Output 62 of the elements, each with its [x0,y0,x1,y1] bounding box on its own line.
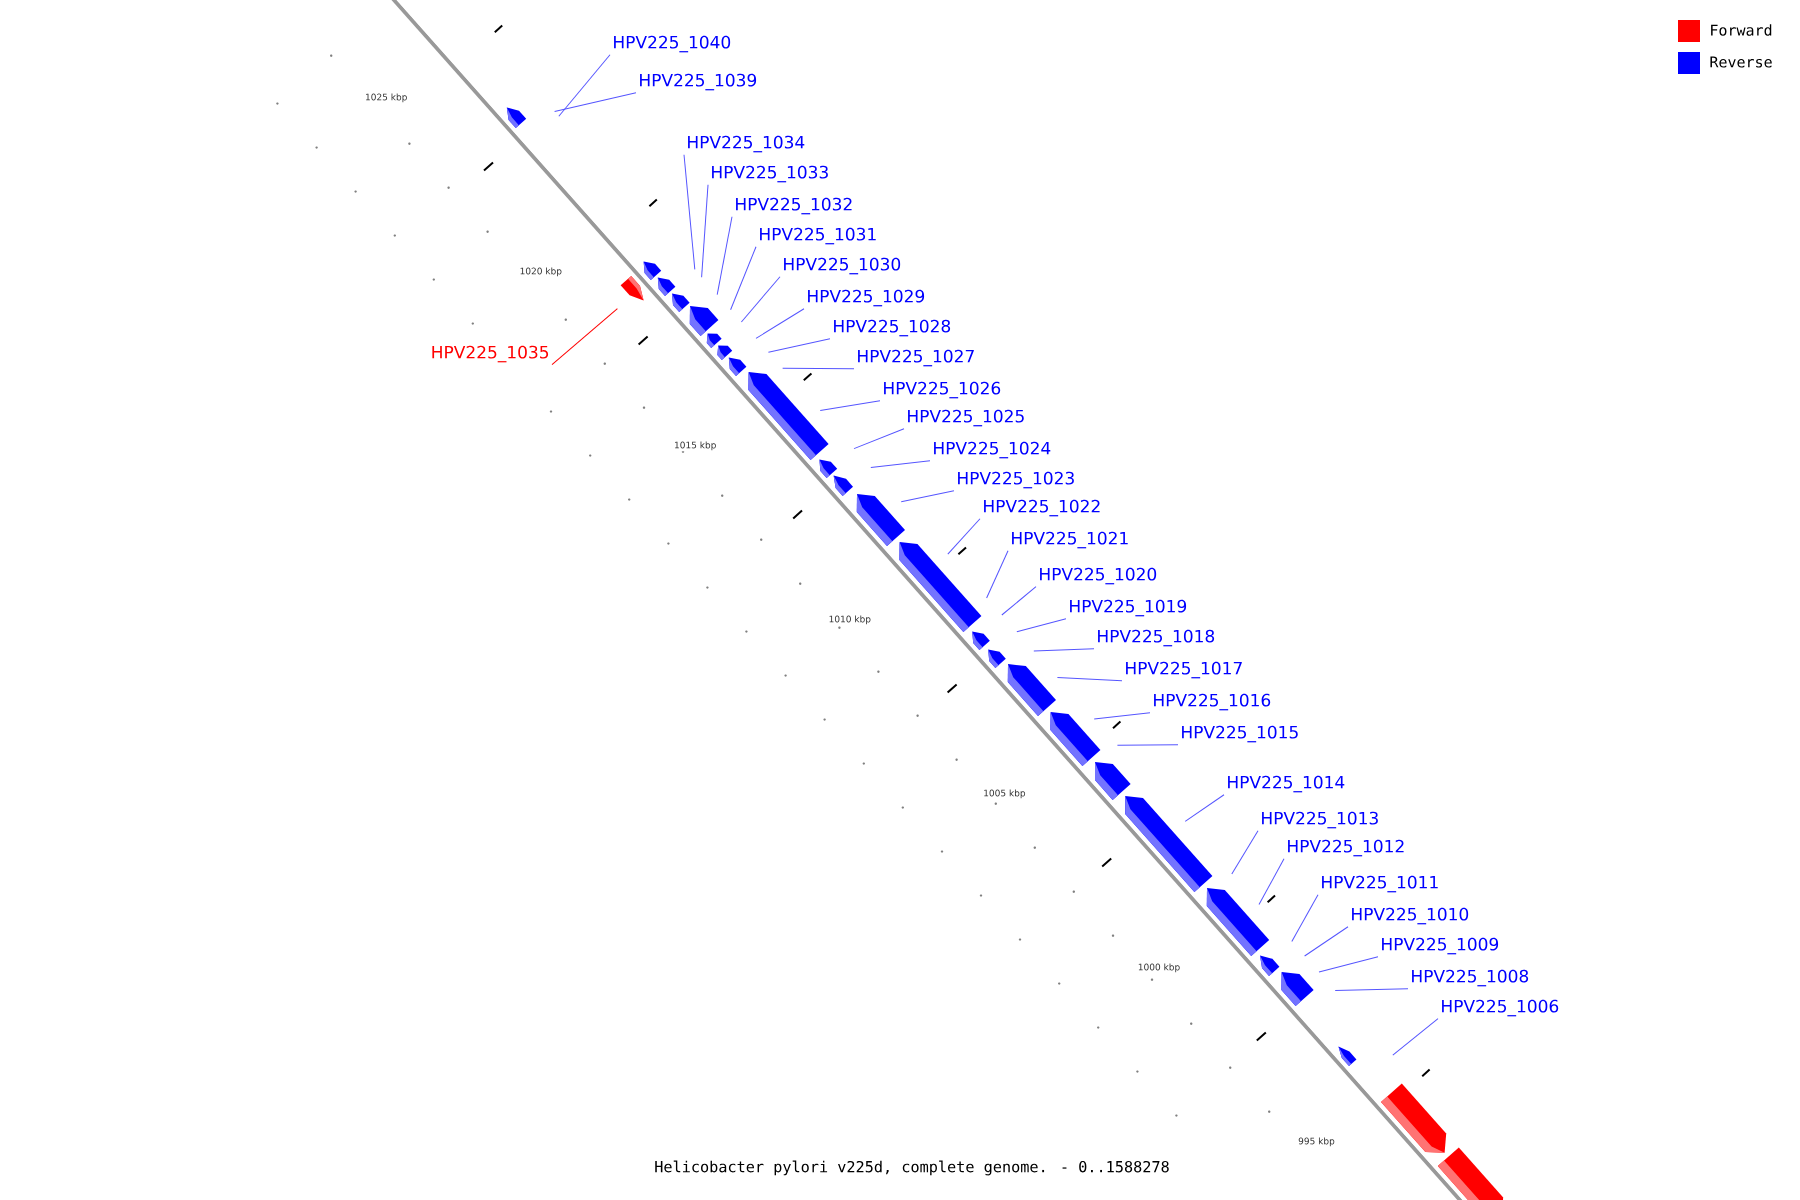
gene-label: HPV225_1032 [736,197,852,215]
gene-label: HPV225_1021 [1012,531,1128,549]
leader-line [740,276,781,323]
gene-label: HPV225_1015 [1182,725,1298,743]
gene-label: HPV225_1033 [712,165,828,183]
gene-label: HPV225_1013 [1262,811,1378,829]
leader-line [1184,794,1225,822]
leader-line [683,154,696,270]
gene-label: HPV225_1020 [1040,567,1157,585]
gene-label: HPV225_1022 [984,499,1100,517]
gene-label: HPV225_1026 [884,381,1001,399]
leader-line [1016,618,1067,633]
leader-line [1001,586,1037,616]
leader-line [1334,988,1409,991]
leader-line [1318,956,1379,973]
leader-line [1093,712,1151,720]
leader-line [1033,648,1095,652]
gene-label: HPV225_1019 [1070,599,1187,617]
gene-label: HPV225_1035 [432,345,549,363]
leader-line [755,308,805,339]
leader-line [716,216,733,296]
gene-label: HPV225_1030 [784,257,901,275]
gene-label: HPV225_1008 [1412,969,1529,987]
gene-label: HPV225_1040 [614,35,731,53]
leader-line [819,400,881,412]
leader-line [1304,926,1349,957]
gene-label: HPV225_1018 [1098,629,1215,647]
leader-line [870,460,931,469]
gene-label: HPV225_1023 [958,471,1074,489]
gene-label: HPV225_1014 [1228,775,1345,793]
gene-label: HPV225_1027 [858,349,974,367]
leader-line [900,490,955,503]
leader-line [782,367,855,370]
gene-label: HPV225_1039 [640,73,757,91]
gene-label: HPV225_1031 [760,227,876,245]
leader-line [853,428,905,450]
gene-label: HPV225_1010 [1352,907,1469,925]
leader-line [730,246,757,311]
gene-label: HPV225_1034 [688,135,805,153]
leader-line [1056,677,1123,682]
gene-label: HPV225_1017 [1126,661,1242,679]
leader-line [1392,1018,1439,1056]
leader-line [1116,744,1179,746]
leader-line [551,308,618,366]
gene-label: HPV225_1011 [1322,875,1438,893]
gene-label: HPV225_1006 [1442,999,1559,1017]
gene-label: HPV225_1024 [934,441,1051,459]
gene-label: HPV225_1025 [908,409,1024,427]
leader-line [701,184,709,278]
gene-label: HPV225_1012 [1288,839,1404,857]
leader-line [1291,894,1319,942]
leader-line [1231,830,1259,875]
gene-label: HPV225_1028 [834,319,951,337]
leader-line [1258,858,1285,906]
leader-line [554,92,637,113]
gene-label: HPV225_1029 [808,289,925,307]
gene-label: HPV225_1009 [1382,937,1499,955]
leader-line [558,54,611,117]
leader-line [986,550,1009,599]
leader-line [947,518,981,555]
gene-label: HPV225_1016 [1154,693,1271,711]
leader-line [767,338,831,353]
